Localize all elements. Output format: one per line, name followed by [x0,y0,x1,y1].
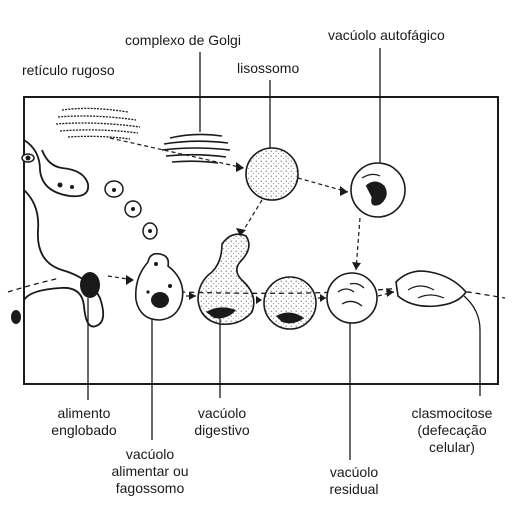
label-clasmocitose-line1: clasmocitose [411,405,493,421]
label-clasmocitose-line2: (defecação [417,422,487,438]
golgi-complex [161,133,231,164]
label-clasmocitose: clasmocitose (defecação celular) [412,405,493,456]
label-pointers [87,48,481,460]
label-vacuolo-alimentar-line1: vacúolo [125,446,175,462]
label-reticulo-rugoso: retículo rugoso [22,62,115,78]
pinocytic-vesicles [21,153,158,240]
label-vacuolo-residual-line2: residual [329,481,379,497]
label-vacuolo-autofagico: vacúolo autofágico [328,27,445,43]
label-alimento-englobado-line1: alimento [57,405,111,421]
label-alimento-englobado-line2: englobado [51,422,117,438]
endocytosis-channel [23,139,90,198]
digestive-vacuole [197,233,255,326]
label-lisossomo: lisossomo [237,60,300,76]
label-vacuolo-alimentar: vacúolo alimentar ou fagossomo [111,446,188,497]
label-vacuolo-digestivo: vacúolo digestivo [194,405,249,439]
label-vacuolo-digestivo-line1: vacúolo [197,405,247,421]
lysosome [245,147,299,201]
external-dashed-line [7,277,506,299]
label-vacuolo-digestivo-line2: digestivo [194,422,250,438]
rough-er [55,107,141,140]
label-vacuolo-alimentar-line2: alimentar ou [111,463,189,479]
label-alimento-englobado: alimento englobado [51,405,116,439]
left-membrane-fold [23,189,105,328]
engulfed-food [80,272,100,298]
label-clasmocitose-line3: celular) [429,439,475,455]
label-vacuolo-residual: vacúolo residual [329,464,378,498]
residual-vacuole [326,272,378,324]
food-vacuole [134,252,184,321]
label-vacuolo-residual-line1: vacúolo [329,464,379,480]
label-vacuolo-alimentar-line3: fagossomo [115,480,185,496]
cell-membrane [23,96,499,385]
label-complexo-golgi: complexo de Golgi [125,32,241,48]
